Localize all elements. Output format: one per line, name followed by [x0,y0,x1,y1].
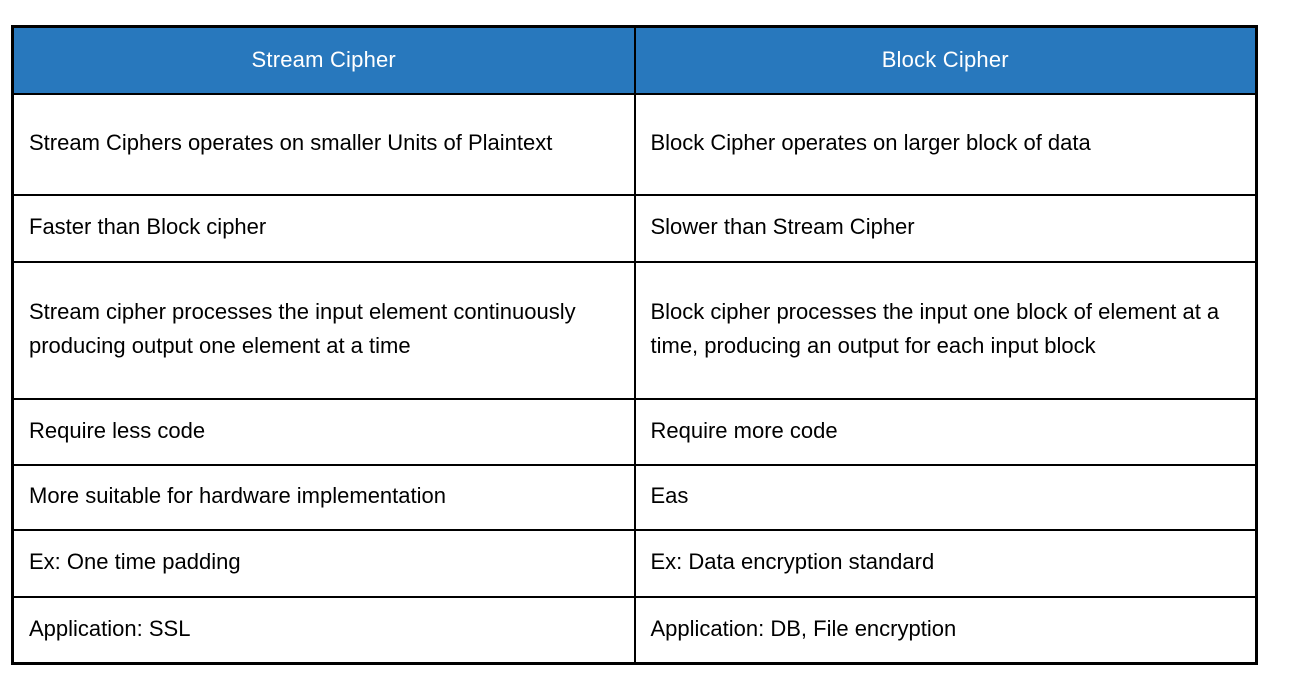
table-row: Stream Ciphers operates on smaller Units… [11,92,1258,196]
header-row: Stream Cipher Block Cipher [11,25,1258,95]
table-row: More suitable for hardware implementatio… [11,463,1258,531]
table-cell-stream: Application: SSL [11,595,636,665]
table-cell-block: Eas [633,463,1258,531]
table-row: Stream cipher processes the input elemen… [11,260,1258,400]
column-header-block-cipher: Block Cipher [633,25,1258,95]
table-cell-block: Application: DB, File encryption [633,595,1258,665]
table-cell-block: Block cipher processes the input one blo… [633,260,1258,400]
column-header-stream-cipher: Stream Cipher [11,25,636,95]
table-cell-stream: Stream Ciphers operates on smaller Units… [11,92,636,196]
table-row: Ex: One time padding Ex: Data encryption… [11,528,1258,598]
table-cell-block: Ex: Data encryption standard [633,528,1258,598]
table-cell-stream: Stream cipher processes the input elemen… [11,260,636,400]
table-cell-block: Block Cipher operates on larger block of… [633,92,1258,196]
table-cell-stream: Ex: One time padding [11,528,636,598]
table-row: Faster than Block cipher Slower than Str… [11,193,1258,263]
table-cell-block: Slower than Stream Cipher [633,193,1258,263]
table-cell-stream: Faster than Block cipher [11,193,636,263]
table-cell-block: Require more code [633,397,1258,466]
table-cell-stream: Require less code [11,397,636,466]
table-cell-stream: More suitable for hardware implementatio… [11,463,636,531]
table-row: Require less code Require more code [11,397,1258,466]
table-row: Application: SSL Application: DB, File e… [11,595,1258,665]
cipher-comparison-table: Stream Cipher Block Cipher Stream Cipher… [11,25,1258,665]
